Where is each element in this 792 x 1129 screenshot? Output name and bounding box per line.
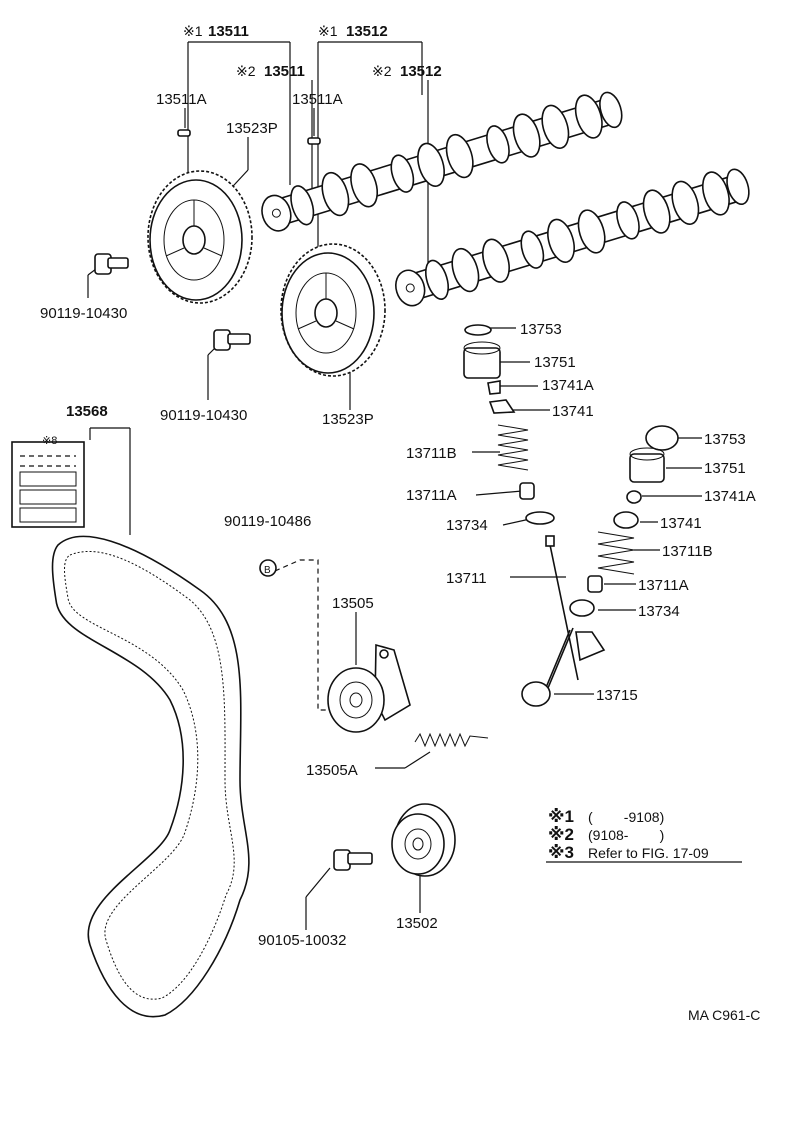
label-shim-b: 13753 — [704, 431, 746, 448]
legend: ※1 ( -9108) ※2 (9108- ) ※3 Refer to FIG.… — [548, 807, 709, 862]
legend-range-1: ( -9108) — [588, 809, 664, 825]
mark-1a: ※1 — [183, 23, 203, 39]
sprocket-bolt-lower — [213, 329, 251, 351]
label-bolt-a: 90119-10430 — [40, 305, 127, 322]
callout-lines — [87, 41, 742, 930]
mark-2b: ※2 — [372, 63, 392, 79]
camshaft-sprocket-lower — [280, 243, 386, 377]
pin-shapes — [177, 129, 321, 145]
label-pin-b: 13511A — [292, 91, 343, 108]
idler-pulley — [391, 803, 456, 877]
label-oil-seal-a: 13734 — [446, 517, 488, 534]
mark-1b: ※1 — [318, 23, 338, 39]
label-retainer-lock-b: 13741A — [704, 488, 756, 505]
label-oil-seal-b: 13734 — [638, 603, 680, 620]
label-intake-valve: 13715 — [596, 687, 638, 704]
belt-label-card — [11, 441, 85, 528]
label-belt: 13568 — [66, 403, 108, 420]
timing-belt — [51, 535, 250, 1018]
label-camshaft-no1-b: 13511 — [264, 63, 305, 80]
valve-stack-lower — [521, 425, 679, 707]
label-camshaft-no2-a: 13512 — [346, 23, 388, 40]
legend-range-2: (9108- ) — [588, 827, 664, 843]
camshaft-2 — [395, 168, 750, 307]
idler-bolt — [333, 849, 373, 871]
label-pin-a: 13511A — [156, 91, 207, 108]
label-tensioner: 13505 — [332, 595, 374, 612]
tensioner-pulley — [327, 643, 411, 733]
label-sprocket-b: 13523P — [322, 411, 374, 428]
label-idler: 13502 — [396, 915, 438, 932]
label-camshaft-no1-a: 13511 — [208, 23, 249, 40]
label-shim-a: 13753 — [520, 321, 562, 338]
label-valve-spring-a: 13711B — [406, 445, 457, 462]
label-valve-spring-b: 13711B — [662, 543, 713, 560]
mark-2a: ※2 — [236, 63, 256, 79]
label-spring-seat-a: 13711A — [406, 487, 457, 504]
bolt-letter: B — [264, 565, 271, 576]
label-retainer-lock-a: 13741A — [542, 377, 594, 394]
label-bolt-b: 90119-10430 — [160, 407, 247, 424]
sprocket-bolt-upper — [94, 253, 129, 275]
legend-mark-1: ※1 — [548, 807, 574, 826]
label-lifter-b: 13751 — [704, 460, 746, 477]
camshaft-sprocket-upper — [147, 170, 253, 304]
label-exhaust-valve: 13711 — [446, 570, 487, 587]
camshaft-1 — [261, 91, 623, 232]
labels: ※1 13511 ※1 13512 ※2 13511 ※2 13512 1351… — [40, 23, 756, 949]
figure-code: MA C961-C — [688, 1007, 760, 1023]
label-lifter-a: 13751 — [534, 354, 576, 371]
mark-8: ※8 — [42, 435, 57, 447]
tensioner-spring — [414, 732, 489, 748]
label-tensioner-spring: 13505A — [306, 762, 358, 779]
legend-ref-3: Refer to FIG. 17-09 — [588, 845, 709, 861]
label-spring-seat-b: 13711A — [638, 577, 689, 594]
label-retainer-a: 13741 — [552, 403, 594, 420]
legend-mark-3: ※3 — [548, 843, 574, 862]
label-sprocket-a: 13523P — [226, 120, 278, 137]
label-idler-bolt: 90105-10032 — [258, 932, 346, 949]
valve-stack-upper — [463, 324, 579, 681]
legend-mark-2: ※2 — [548, 825, 574, 844]
tensioner-bolt-symbol: B — [259, 559, 277, 577]
label-tensioner-bolt: 90119-10486 — [224, 513, 311, 530]
label-camshaft-no2-b: 13512 — [400, 63, 442, 80]
label-retainer-b: 13741 — [660, 515, 702, 532]
